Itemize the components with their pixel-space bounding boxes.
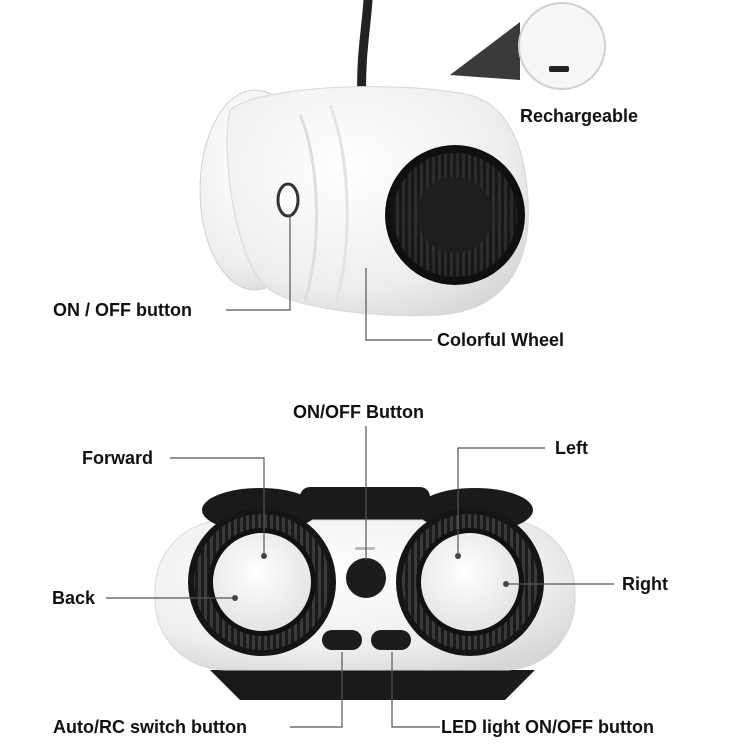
label-colorful-wheel: Colorful Wheel: [437, 330, 564, 350]
toy-robot: [199, 0, 529, 317]
direction-markers: [232, 553, 509, 601]
label-rechargeable: Rechargeable: [520, 106, 639, 126]
auto-rc-switch-button: [322, 630, 362, 650]
charging-port-inset: [450, 2, 606, 90]
label-toy-power-button: ON / OFF button: [53, 300, 192, 320]
remote-power-button: [346, 558, 386, 598]
label-remote-power-button: ON/OFF Button: [293, 402, 424, 422]
led-toggle-button: [371, 630, 411, 650]
bottom-leader-lines: [106, 426, 614, 728]
label-back: Back: [52, 588, 96, 608]
toy-power-button: [276, 182, 300, 218]
usb-port: [549, 66, 569, 72]
top-leader-lines: [226, 214, 432, 341]
label-led-toggle: LED light ON/OFF button: [441, 717, 654, 737]
remote-control: [154, 487, 576, 700]
right-dial: [396, 508, 544, 656]
label-forward: Forward: [82, 448, 154, 468]
antenna: [357, 0, 373, 105]
label-auto-rc-switch: Auto/RC switch button: [53, 717, 247, 737]
label-right: Right: [622, 574, 668, 594]
left-dial: [188, 508, 336, 656]
label-left: Left: [555, 438, 588, 458]
